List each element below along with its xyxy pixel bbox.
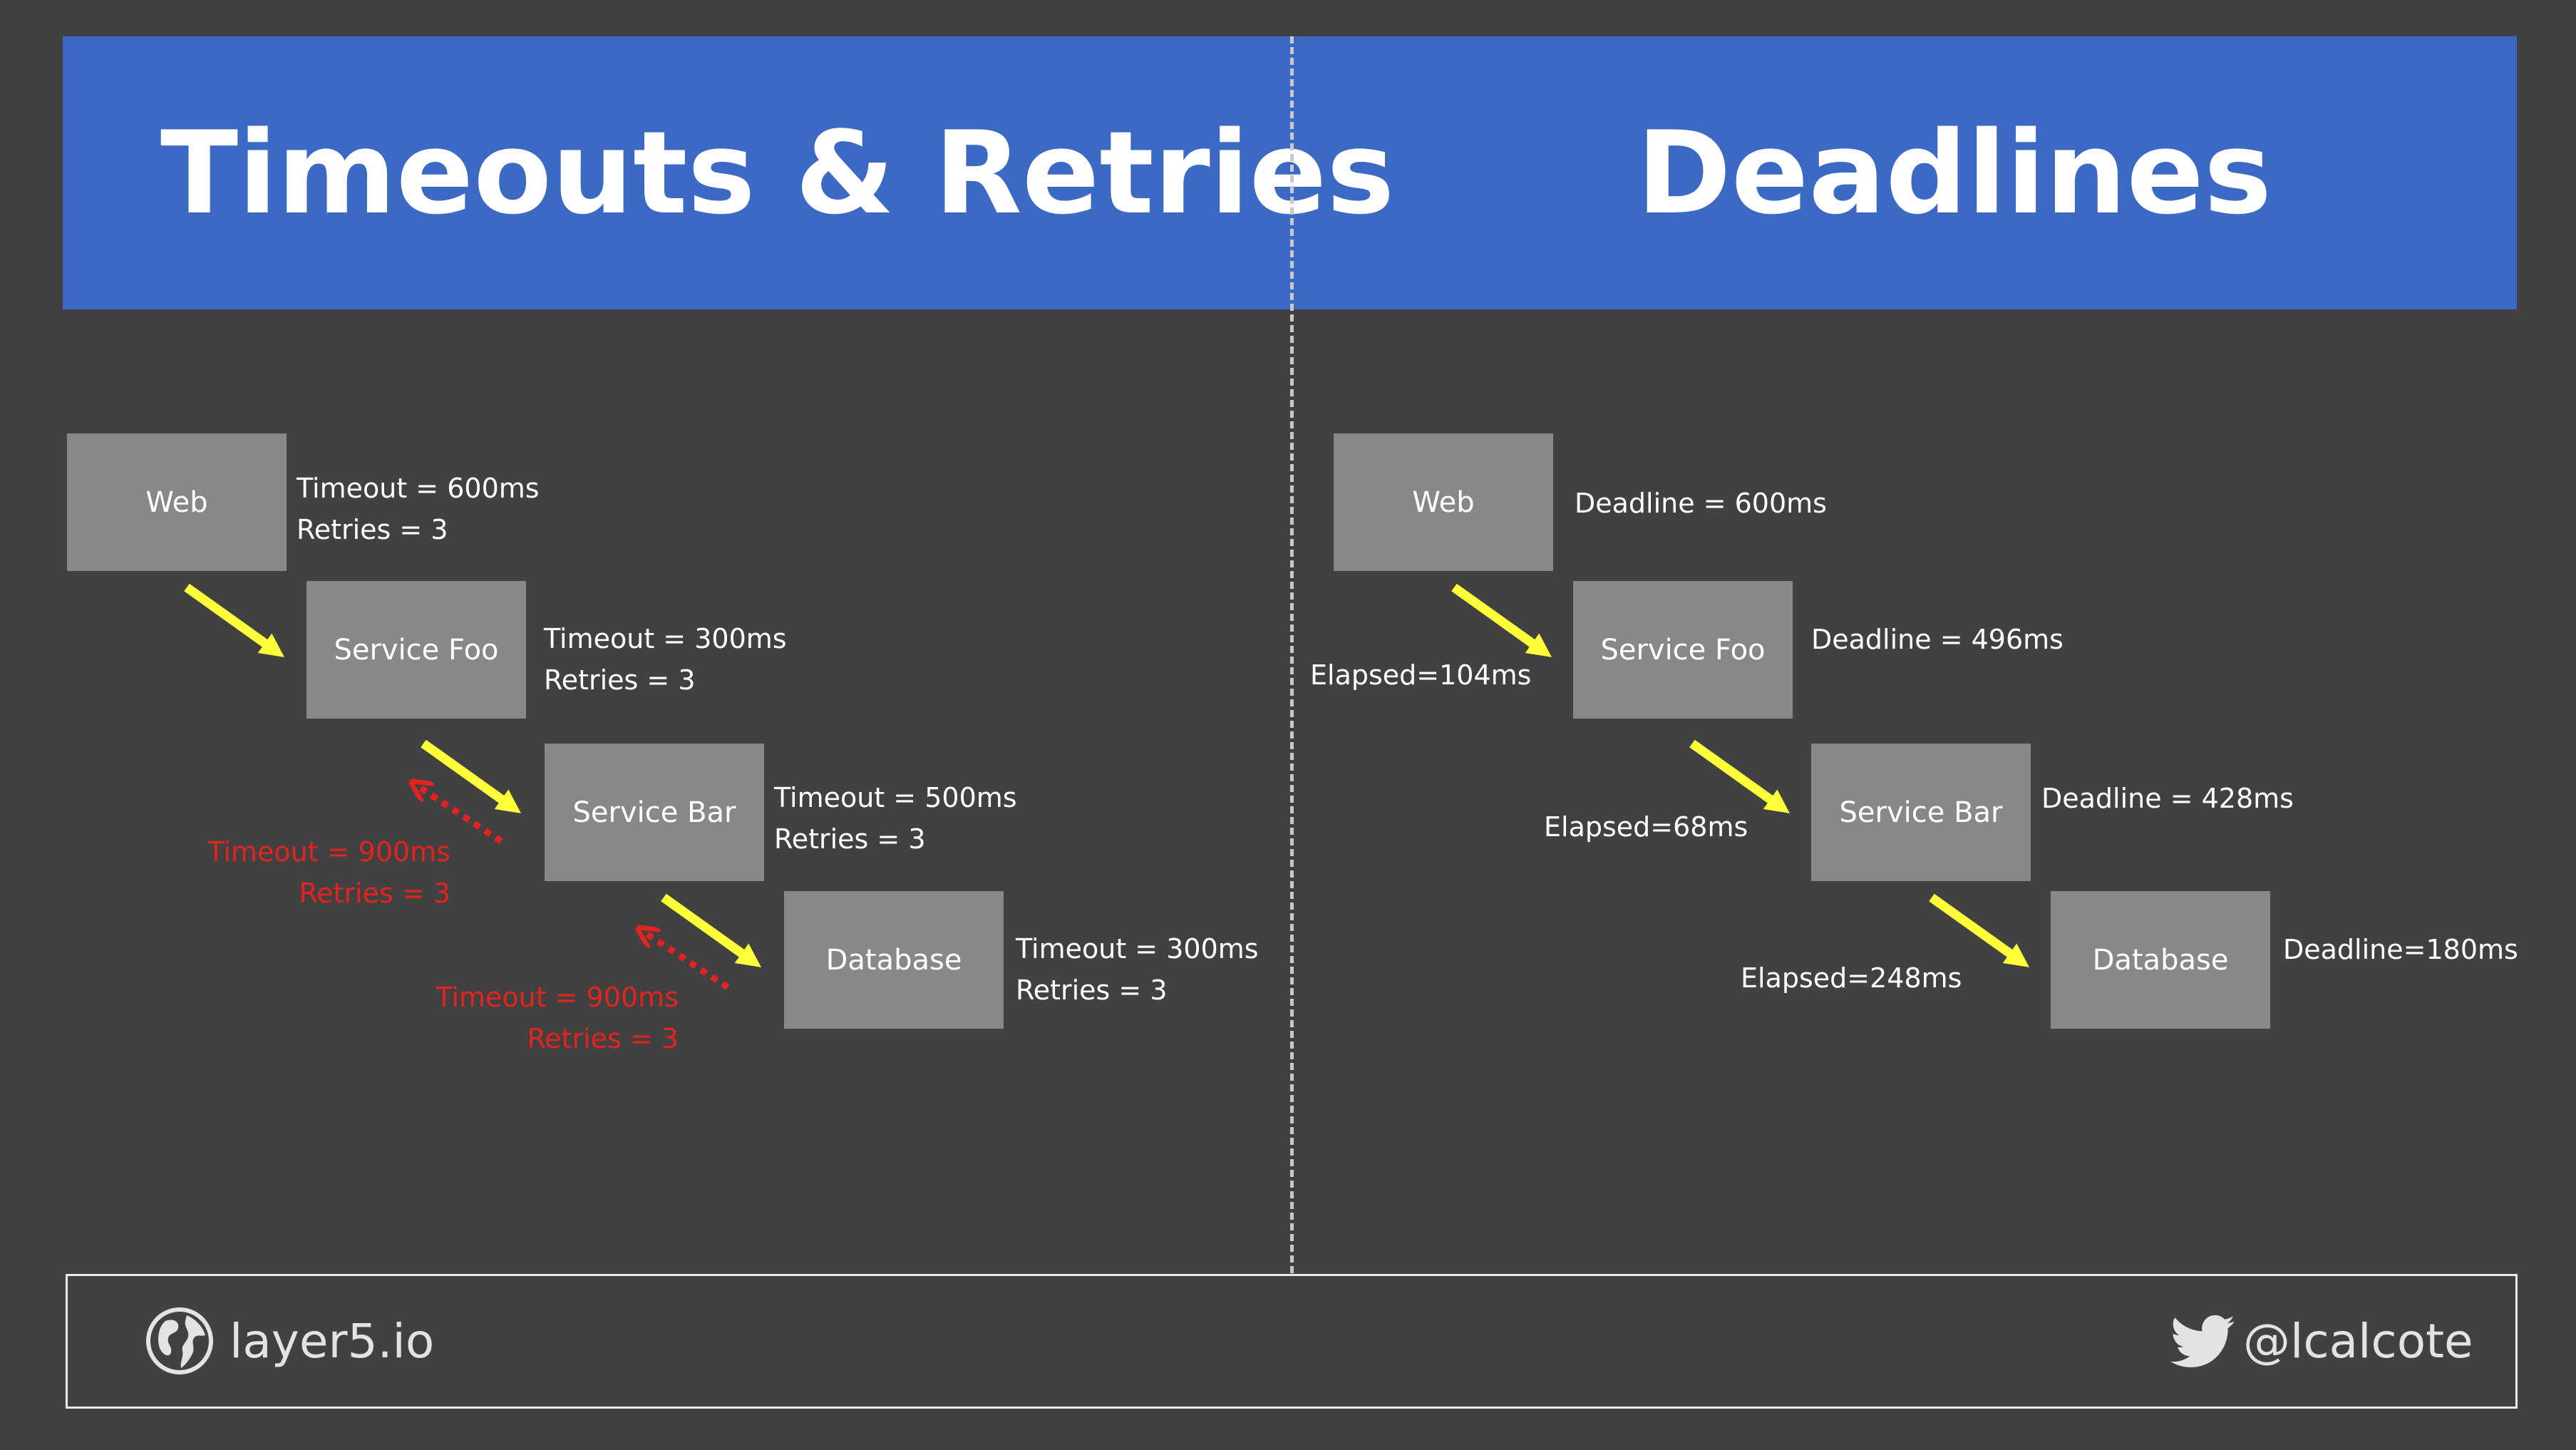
service-foo-deadline: Deadline = 496ms (1811, 624, 2064, 655)
retry-note-timeout: Timeout = 900ms (207, 836, 450, 868)
left-title: Timeouts & Retries (160, 106, 1395, 240)
forward-arrow (1689, 739, 1791, 813)
database-timeout: Timeout = 300ms (1016, 933, 1259, 965)
elapsed-label: Elapsed=248ms (1741, 962, 1962, 994)
web-box: Web (67, 433, 287, 571)
retry-note: Timeout = 900ms Retries = 3 (143, 831, 450, 914)
service-bar-config: Timeout = 500ms Retries = 3 (774, 777, 1017, 860)
database-label: Database (2092, 943, 2229, 977)
web-deadline: Deadline = 600ms (1575, 488, 1827, 519)
database-retries: Retries = 3 (1016, 975, 1168, 1006)
web-label: Web (145, 485, 208, 519)
retry-note-retries: Retries = 3 (299, 878, 450, 909)
database-config: Timeout = 300ms Retries = 3 (1016, 928, 1259, 1011)
twitter-handle[interactable]: @lcalcote (2243, 1314, 2473, 1369)
retry-note-timeout: Timeout = 900ms (436, 982, 679, 1013)
globe-icon (146, 1307, 213, 1374)
service-bar-retries: Retries = 3 (774, 823, 926, 855)
forward-arrow (1929, 893, 2030, 967)
service-bar-box: Service Bar (545, 744, 764, 881)
twitter-bird-icon (2170, 1315, 2235, 1367)
right-title: Deadlines (1637, 106, 2272, 240)
site-link[interactable]: layer5.io (230, 1314, 435, 1369)
forward-arrow (1451, 583, 1552, 657)
retry-arrow (646, 933, 730, 990)
service-foo-retries: Retries = 3 (544, 664, 696, 696)
elapsed-label: Elapsed=104ms (1310, 659, 1532, 691)
service-bar-deadline: Deadline = 428ms (2041, 783, 2294, 814)
service-bar-timeout: Timeout = 500ms (774, 782, 1017, 813)
database-box: Database (784, 891, 1004, 1029)
forward-arrow (184, 583, 285, 657)
header-banner: Timeouts & Retries Deadlines (63, 36, 2517, 309)
service-foo-label: Service Foo (1600, 633, 1766, 667)
service-bar-label: Service Bar (572, 796, 736, 829)
service-foo-box: Service Foo (1573, 581, 1793, 719)
retry-arrow (419, 787, 503, 844)
retry-note-retries: Retries = 3 (527, 1023, 679, 1054)
service-bar-label: Service Bar (1839, 796, 2003, 829)
service-foo-timeout: Timeout = 300ms (544, 623, 787, 654)
web-config: Timeout = 600ms Retries = 3 (297, 468, 540, 550)
center-divider (1290, 36, 1294, 1273)
database-label: Database (825, 943, 962, 977)
service-foo-config: Timeout = 300ms Retries = 3 (544, 618, 787, 701)
database-box: Database (2051, 891, 2270, 1029)
forward-arrow (421, 739, 522, 813)
footer-bar: layer5.io @lcalcote (66, 1274, 2518, 1409)
service-bar-box: Service Bar (1811, 744, 2031, 881)
web-retries: Retries = 3 (297, 514, 448, 545)
web-timeout: Timeout = 600ms (297, 473, 540, 504)
elapsed-label: Elapsed=68ms (1544, 811, 1748, 843)
web-box: Web (1334, 433, 1553, 571)
database-deadline: Deadline=180ms (2283, 934, 2518, 965)
retry-note: Timeout = 900ms Retries = 3 (371, 977, 679, 1059)
service-foo-box: Service Foo (306, 581, 526, 719)
service-foo-label: Service Foo (334, 633, 499, 667)
forward-arrow (661, 893, 762, 967)
web-label: Web (1412, 485, 1475, 519)
